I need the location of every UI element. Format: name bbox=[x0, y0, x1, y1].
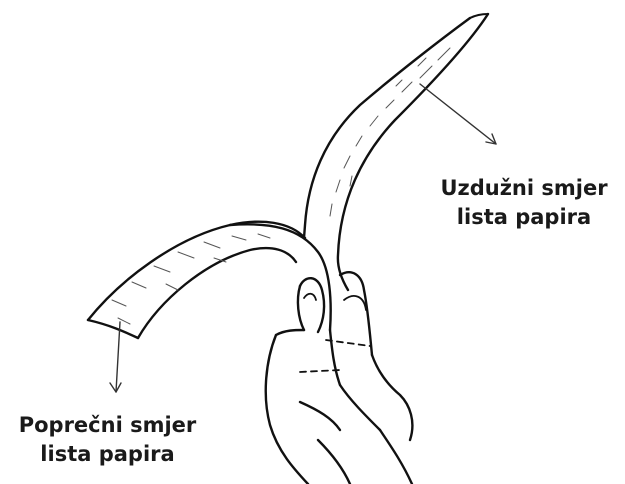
cross-paper-strip bbox=[88, 222, 331, 338]
cross-grain-label: Poprečni smjer lista papira bbox=[0, 411, 215, 469]
hand bbox=[266, 272, 413, 484]
longitudinal-paper-strip bbox=[304, 14, 488, 290]
cross-label-line2: lista papira bbox=[0, 440, 215, 469]
longitudinal-grain-label: Uzdužni smjer lista papira bbox=[424, 174, 624, 232]
longitudinal-label-line1: Uzdužni smjer bbox=[424, 174, 624, 203]
cross-label-line1: Poprečni smjer bbox=[0, 411, 215, 440]
cross-arrow bbox=[110, 322, 121, 392]
longitudinal-arrow bbox=[420, 84, 496, 144]
longitudinal-label-line2: lista papira bbox=[424, 203, 624, 232]
